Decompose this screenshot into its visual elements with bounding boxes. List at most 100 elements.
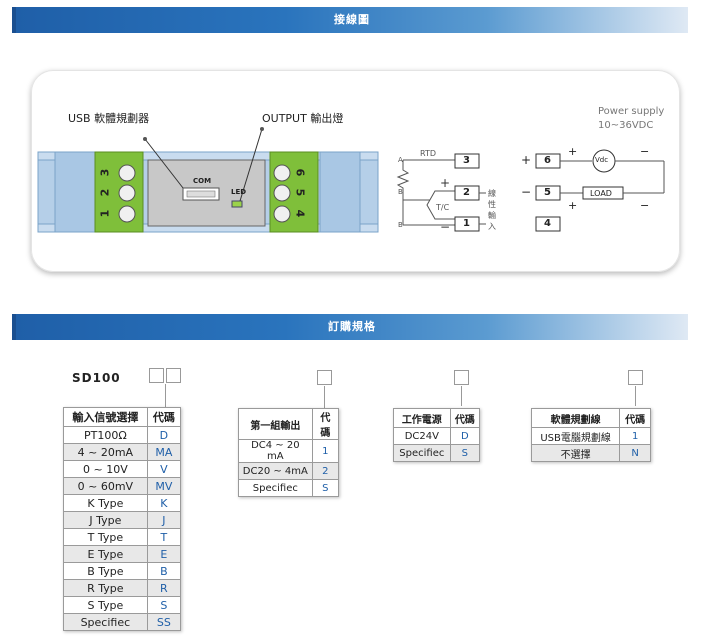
wiring-section-title: 接線圖 — [334, 13, 370, 26]
power-table-header-power: 工作電源 — [393, 408, 451, 428]
table-cell-code: S — [146, 596, 182, 614]
input-schematic — [396, 153, 486, 232]
load-minus: − — [640, 199, 650, 212]
input-term-2: 2 — [463, 187, 470, 198]
input-connector-line — [165, 384, 166, 408]
table-cell-code: MV — [146, 477, 182, 495]
power-supply-label: Power supply — [598, 106, 665, 117]
wiring-section-header: 接線圖 — [12, 7, 688, 33]
table-cell-label: DC20 ~ 4mA — [238, 462, 313, 480]
table-cell-code: S — [311, 479, 340, 497]
table-cell-code: MA — [146, 443, 182, 461]
table-cell-label: 0 ~ 10V — [63, 460, 148, 478]
left-terminal-circles — [118, 164, 291, 223]
table-cell-code: N — [619, 444, 651, 462]
right-terminal-4: 4 — [293, 209, 307, 218]
order-section-title: 訂購規格 — [328, 320, 376, 333]
table-cell-code: T — [146, 528, 182, 546]
vdc-label: Vdc — [595, 156, 609, 164]
table-cell-label: 0 ~ 60mV — [63, 477, 148, 495]
vdc-plus: + — [568, 145, 578, 158]
output-schematic — [535, 149, 665, 232]
table-cell-label: B Type — [63, 562, 148, 580]
b-label-top: B — [398, 188, 403, 196]
output-led-label: OUTPUT 輸出燈 — [262, 112, 344, 125]
vdc-minus: − — [640, 145, 650, 158]
linear-input-char-1: 線 — [488, 189, 496, 198]
com-label: COM — [193, 177, 212, 185]
table-cell-code: D — [449, 427, 481, 445]
usb-label: USB 軟體規劃器 — [68, 112, 150, 125]
load-label: LOAD — [590, 189, 612, 198]
table-cell-label: 不選擇 — [530, 444, 621, 462]
table-cell-label: J Type — [63, 511, 148, 529]
input-table-header-code: 代碼 — [146, 407, 182, 427]
input-term-3: 3 — [463, 155, 470, 166]
table-cell-code: S — [449, 444, 481, 462]
output-term-5: 5 — [544, 187, 551, 198]
table-cell-code: V — [146, 460, 182, 478]
left-terminal-3: 3 — [98, 168, 112, 177]
power-code-box — [454, 370, 469, 385]
power-supply-range: 10~36VDC — [598, 120, 654, 131]
table-cell-code: R — [146, 579, 182, 597]
leader-lines — [144, 128, 263, 202]
output-plus-6: + — [521, 153, 532, 167]
table-cell-code: 1 — [311, 439, 340, 463]
table-cell-code: SS — [146, 613, 182, 631]
input-term-1: 1 — [463, 218, 470, 229]
output-table-header-code: 代碼 — [311, 408, 340, 440]
table-cell-label: 4 ~ 20mA — [63, 443, 148, 461]
table-cell-code: 1 — [619, 427, 651, 445]
table-cell-label: USB電腦規劃線 — [530, 427, 621, 445]
table-cell-label: K Type — [63, 494, 148, 512]
input-code-box-1 — [149, 368, 164, 383]
power-table-header-code: 代碼 — [449, 408, 481, 428]
input-code-box-2 — [166, 368, 181, 383]
linear-input-char-3: 輸 — [488, 211, 496, 220]
input-plus: + — [440, 176, 451, 190]
table-cell-label: Specifiec — [393, 444, 451, 462]
table-cell-label: T Type — [63, 528, 148, 546]
output-minus-5: − — [521, 185, 532, 199]
table-cell-code: K — [146, 494, 182, 512]
software-table-header-code: 代碼 — [619, 408, 651, 428]
model-label: SD100 — [72, 371, 121, 385]
device-module — [37, 151, 379, 233]
table-cell-code: D — [146, 426, 182, 444]
table-cell-code: J — [146, 511, 182, 529]
table-cell-label: PT100Ω — [63, 426, 148, 444]
linear-input-char-4: 入 — [488, 222, 496, 231]
order-section-header: 訂購規格 — [12, 314, 688, 340]
table-cell-label: DC24V — [393, 427, 451, 445]
table-cell-code: 2 — [311, 462, 340, 480]
output-code-box — [317, 370, 332, 385]
linear-input-char-2: 性 — [488, 200, 496, 209]
table-cell-label: Specifiec — [63, 613, 148, 631]
input-minus: − — [440, 220, 451, 234]
table-cell-label: S Type — [63, 596, 148, 614]
table-cell-label: E Type — [63, 545, 148, 563]
